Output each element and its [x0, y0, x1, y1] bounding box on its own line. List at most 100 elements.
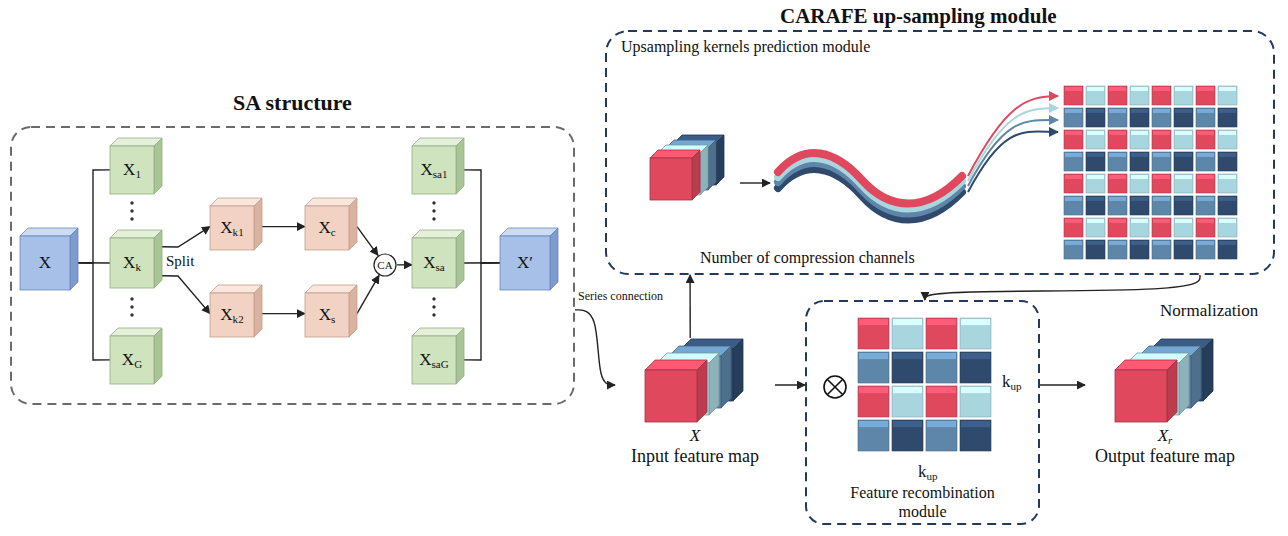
- drawing-part: [1087, 87, 1104, 91]
- symbol-label: X1: [110, 146, 154, 194]
- drawing-part: [1153, 131, 1170, 135]
- node-shape: [210, 285, 262, 337]
- drawing-part: [1108, 240, 1127, 259]
- module-frame: Feature recombination module: [805, 300, 1040, 525]
- feature-cube: XG: [110, 328, 162, 384]
- drawing-part: [1175, 175, 1192, 179]
- step-label: Normalization: [1160, 301, 1258, 321]
- drawing-part: [1153, 219, 1170, 223]
- drawing-part: [961, 353, 990, 359]
- drawing-part: [1064, 152, 1083, 171]
- feature-cube-icon: [650, 135, 724, 200]
- drawing-part: [1174, 130, 1193, 149]
- drawing-part: [1131, 131, 1148, 135]
- cube-side: [456, 138, 464, 194]
- cube-top: [1115, 360, 1177, 370]
- cube-top: [650, 150, 700, 158]
- drawing-part: [1065, 197, 1082, 201]
- cube-side: [154, 328, 162, 384]
- drawing-part: s: [331, 313, 335, 325]
- node-shape: [305, 198, 357, 250]
- drawing-part: sa1: [433, 168, 448, 180]
- drawing-part: [926, 318, 957, 349]
- drawing-part: [1064, 196, 1083, 215]
- cube-front: [650, 158, 692, 200]
- drawing-part: XG: [122, 350, 142, 370]
- drawing-part: [927, 387, 956, 393]
- drawing-part: [1218, 240, 1237, 259]
- drawing-part: [1086, 240, 1105, 259]
- drawing-part: XsaG: [419, 350, 448, 370]
- drawing-part: c: [331, 226, 336, 238]
- cube-front: [110, 146, 154, 194]
- kernel-grid: [1064, 86, 1237, 259]
- cube-side: [708, 140, 716, 190]
- drawing-part: [827, 379, 843, 395]
- drawing-part: [1152, 218, 1171, 237]
- cube-top: [412, 230, 464, 238]
- node-shape: [110, 138, 162, 194]
- symbol-label: Xc: [305, 206, 349, 250]
- cube-side: [456, 230, 464, 288]
- drawing-part: [1174, 86, 1193, 105]
- drawing-part: [1175, 153, 1192, 157]
- drawing-part: [1219, 197, 1236, 201]
- feature-map: XInput feature map: [615, 338, 775, 478]
- drawing-part: [1153, 109, 1170, 113]
- drawing-part: Xsa: [423, 253, 444, 273]
- drawing-part: [1152, 152, 1171, 171]
- cube-side: [700, 145, 708, 195]
- drawing-part: [1130, 108, 1149, 127]
- cube-front: [500, 236, 550, 290]
- cube-front: [20, 236, 70, 290]
- drawing-part: [858, 318, 889, 349]
- drawing-part: [1197, 153, 1214, 157]
- drawing-part: [892, 352, 923, 383]
- node-shape: [305, 285, 357, 337]
- module-heading: SA structure: [10, 90, 575, 115]
- connector: [1040, 384, 1085, 385]
- drawing-part: [1219, 87, 1236, 91]
- drawing-part: [1130, 152, 1149, 171]
- drawing-part: [1086, 152, 1105, 171]
- drawing-part: [130, 297, 133, 300]
- node-shape: [210, 198, 262, 250]
- drawing-part: [1174, 240, 1193, 259]
- drawing-part: [1086, 218, 1105, 237]
- drawing-part: [1219, 153, 1236, 157]
- drawing-part: [1219, 175, 1236, 179]
- drawing-part: [1197, 175, 1214, 179]
- drawing-part: saG: [432, 358, 449, 370]
- drawing-part: [1175, 87, 1192, 91]
- node-shape: [412, 230, 464, 288]
- drawing-part: [1109, 87, 1126, 91]
- drawing-part: [1197, 109, 1214, 113]
- drawing-part: [960, 352, 991, 383]
- drawing-part: [1087, 175, 1104, 179]
- connector: [78, 263, 110, 360]
- cube-top: [20, 228, 78, 236]
- drawing-part: k2: [233, 313, 244, 325]
- drawing-part: Xs: [319, 305, 336, 325]
- drawing-part: [1130, 86, 1149, 105]
- drawing-part: [1065, 87, 1082, 91]
- drawing-part: [1175, 219, 1192, 223]
- connector: [925, 275, 1200, 300]
- drawing-part: Xc: [318, 218, 335, 238]
- feature-cube: Xc: [305, 198, 357, 250]
- caption-label: Output feature map: [1085, 446, 1245, 467]
- drawing-part: [960, 420, 991, 451]
- drawing-part: [1108, 152, 1127, 171]
- node-shape: [412, 138, 464, 194]
- drawing-part: [1130, 196, 1149, 215]
- feature-cube: Xsa1: [412, 138, 464, 194]
- drawing-part: [1087, 153, 1104, 157]
- drawing-part: [1131, 219, 1148, 223]
- drawing-part: [1175, 241, 1192, 245]
- drawing-part: [1153, 175, 1170, 179]
- drawing-part: [1064, 218, 1083, 237]
- drawing-part: [1064, 108, 1083, 127]
- cube-top: [210, 285, 262, 293]
- drawing-part: 1: [135, 168, 141, 180]
- drawing-part: [858, 386, 889, 417]
